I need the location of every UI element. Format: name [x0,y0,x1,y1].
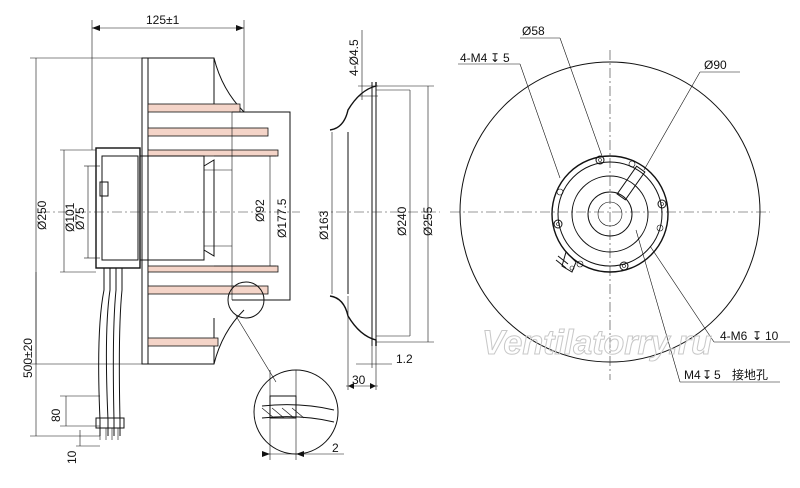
dim-dia-101: Ø101 [63,202,77,232]
section-view: 4-Ø4.5 Ø163 Ø240 Ø255 1.2 30 [317,30,440,390]
label-dia-58: Ø58 [522,24,545,38]
dim-depth-30: 30 [352,373,366,387]
blade-bot-2 [147,285,269,295]
dim-dia-255: Ø255 [421,206,435,236]
mount-hole-2 [657,199,667,209]
motor-housing [95,147,141,269]
mount-hole-4 [553,219,563,229]
blade-top-1 [147,103,241,113]
label-holes-m4: 4-M4 [460,51,488,65]
mount-hole-1 [595,155,605,165]
dim-dia-240: Ø240 [395,206,409,236]
symbol-depth-m4: ↧ [490,51,500,65]
dim-dia-177: Ø177.5 [275,198,289,238]
detail-callout-circle [227,281,265,319]
dim-lead-80: 80 [49,408,63,422]
label-holes-m6: 4-M6 [720,329,748,343]
dim-dia-250: Ø250 [35,200,49,230]
dim-cable-length: 500±20 [21,338,35,378]
dim-dia-92: Ø92 [253,199,267,222]
dim-detail-2: 2 [332,441,339,455]
dim-width-total: 125±1 [146,13,180,27]
watermark-text: Ventilatorry.ru [482,324,712,362]
blade-bot-1 [147,337,219,347]
label-ground-text: 接地孔 [732,367,768,382]
label-ground-depth: 5 [714,368,721,382]
dim-dia-75: Ø75 [73,207,87,230]
blade-top-3 [147,149,279,157]
front-view: Ø58 4-M4 ↧ 5 Ø90 4-M6 ↧ 10 M4 ↧ 5 接地孔 [450,24,790,383]
dim-thickness: 1.2 [396,352,413,366]
dim-thread: 4-Ø4.5 [347,39,361,76]
cable-slot [616,165,646,201]
dim-dia-163: Ø163 [317,210,331,240]
detail-view: 2 [227,281,344,460]
dim-lead-10: 10 [65,450,79,464]
label-dia-90: Ø90 [704,58,727,72]
blade-top-2 [147,127,269,137]
label-holes-m4-depth: 5 [503,51,510,65]
blade-bot-3 [147,265,279,273]
label-ground-hole: M4 [684,368,701,382]
symbol-depth-ground: ↧ [702,368,712,382]
symbol-depth-m6: ↧ [752,329,762,343]
side-view: 125±1 Ø250 Ø101 [21,13,300,464]
mount-hole-3 [619,261,629,271]
label-holes-m6-depth: 10 [765,329,779,343]
hub-outer [551,155,669,273]
